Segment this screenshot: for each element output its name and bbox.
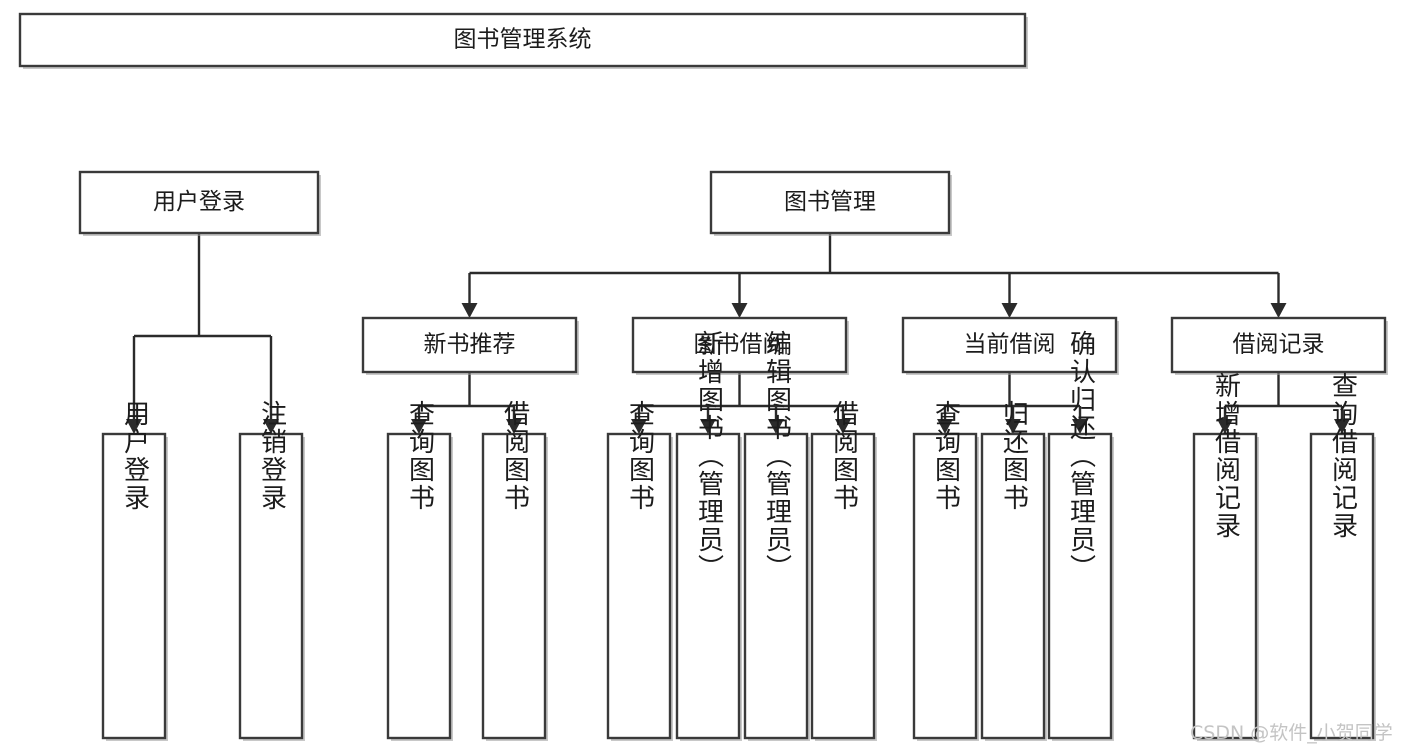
node-label: 查询图书 xyxy=(931,400,961,512)
node-label: 注销登录 xyxy=(257,400,287,512)
arrow-head-icon xyxy=(411,419,427,434)
node-label: 新书推荐 xyxy=(424,332,516,358)
node-label: 用户登录 xyxy=(120,400,150,512)
level2-node[interactable]: 当前借阅 xyxy=(901,316,1119,375)
leaf-node[interactable]: 归还图书 xyxy=(980,400,1047,741)
arrow-head-icon xyxy=(731,303,748,318)
level2-node[interactable]: 新书推荐 xyxy=(361,316,579,375)
arrow-head-icon xyxy=(937,419,953,434)
arrow-head-icon xyxy=(1072,419,1088,434)
leaf-node[interactable]: 借阅图书 xyxy=(481,400,548,741)
arrow-head-icon xyxy=(835,419,851,434)
node-label: 图书管理系统 xyxy=(454,27,592,53)
node-label: 当前借阅 xyxy=(964,332,1056,358)
arrow-head-icon xyxy=(768,419,784,434)
leaf-node[interactable]: 用户登录 xyxy=(101,400,168,741)
node-label: 新增图书（管理员） xyxy=(694,330,724,582)
connectors-layer xyxy=(126,233,1350,434)
level2-node[interactable]: 借阅记录 xyxy=(1170,316,1388,375)
node-label: 归还图书 xyxy=(999,400,1029,512)
leaf-node[interactable]: 查询图书 xyxy=(606,400,673,741)
node-label: 图书管理 xyxy=(784,189,876,215)
arrow-head-icon xyxy=(700,419,716,434)
node-label: 借阅图书 xyxy=(500,400,530,512)
csdn-watermark: CSDN @软件_小贺同学 xyxy=(1190,722,1393,744)
node-label: 借阅记录 xyxy=(1233,332,1325,358)
arrow-head-icon xyxy=(1005,419,1021,434)
arrow-head-icon xyxy=(506,419,522,434)
arrow-head-icon xyxy=(1217,419,1233,434)
arrow-head-icon xyxy=(1270,303,1287,318)
leaf-node[interactable]: 编辑图书（管理员） xyxy=(743,330,810,741)
node-label: 新增借阅记录 xyxy=(1211,372,1241,540)
arrow-head-icon xyxy=(461,303,478,318)
root-node[interactable]: 图书管理系统 xyxy=(18,12,1028,69)
node-label: 查询借阅记录 xyxy=(1328,372,1358,540)
leaf-node[interactable]: 查询图书 xyxy=(386,400,453,741)
arrow-head-icon xyxy=(126,419,142,434)
leaf-node[interactable]: 借阅图书 xyxy=(810,400,877,741)
node-label: 确认归还（管理员） xyxy=(1066,330,1096,582)
level2-node[interactable]: 图书借阅 xyxy=(631,316,849,375)
node-label: 图书借阅 xyxy=(694,332,786,358)
node-label: 查询图书 xyxy=(625,400,655,512)
node-label: 查询图书 xyxy=(405,400,435,512)
node-label: 借阅图书 xyxy=(829,400,859,512)
node-label: 用户登录 xyxy=(153,189,245,215)
arrow-head-icon xyxy=(263,419,279,434)
node-label: 编辑图书（管理员） xyxy=(762,330,792,582)
level1-node[interactable]: 图书管理 xyxy=(709,170,952,236)
nodes-layer: 图书管理系统用户登录图书管理新书推荐图书借阅当前借阅借阅记录用户登录注销登录查询… xyxy=(18,12,1388,741)
arrow-head-icon xyxy=(631,419,647,434)
arrow-head-icon xyxy=(1001,303,1018,318)
leaf-node[interactable]: 查询图书 xyxy=(912,400,979,741)
leaf-node[interactable]: 新增借阅记录 xyxy=(1192,372,1259,741)
leaf-node[interactable]: 确认归还（管理员） xyxy=(1047,330,1114,741)
leaf-node[interactable]: 注销登录 xyxy=(238,400,305,741)
leaf-node[interactable]: 新增图书（管理员） xyxy=(675,330,742,741)
leaf-node[interactable]: 查询借阅记录 xyxy=(1309,372,1376,741)
arrow-head-icon xyxy=(1334,419,1350,434)
level1-node[interactable]: 用户登录 xyxy=(78,170,321,236)
